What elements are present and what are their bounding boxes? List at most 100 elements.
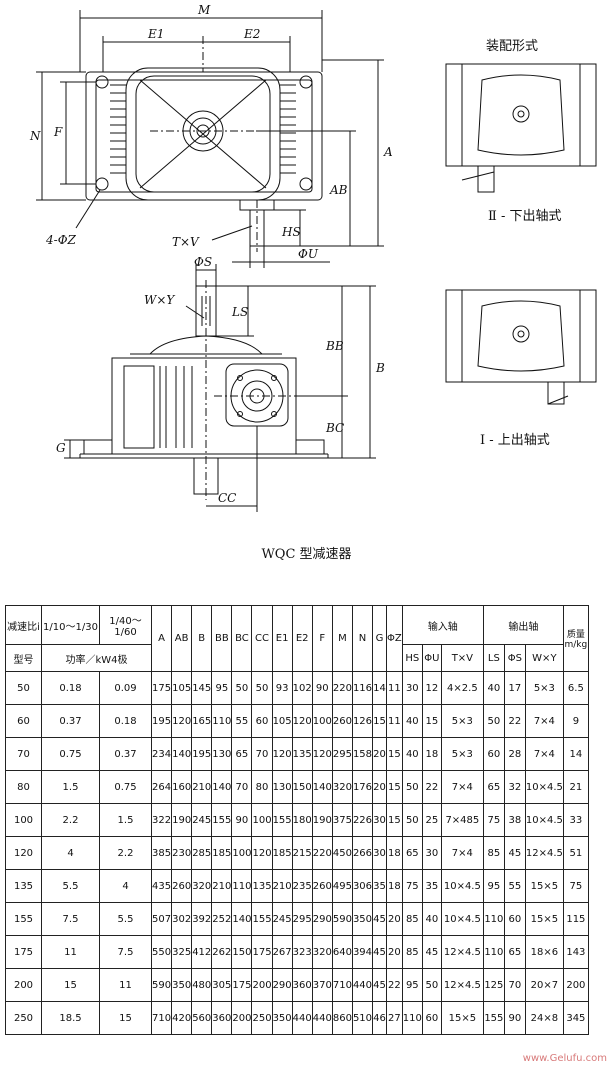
table-cell: 264 [150,770,173,804]
table-cell: 323 [291,935,313,969]
table-cell: 160 [171,770,193,804]
table-cell: 65 [231,737,253,771]
table-cell: 185 [271,836,293,870]
table-cell: 50 [5,671,42,705]
table-cell: 18.5 [41,1001,100,1035]
table-cell: 4×2.5 [440,671,484,705]
dim-label-G: G [56,441,66,455]
table-cell: 510 [351,1001,374,1035]
table-cell: 90 [311,671,333,705]
table-cell: 5.5 [41,869,100,903]
table-cell: 12×4.5 [440,935,484,969]
table-cell: 20 [372,737,388,771]
table-cell: 20 [372,770,388,804]
table-cell: 75 [482,803,505,837]
table-cell: 10×4.5 [440,902,484,936]
table-cell: 0.75 [41,737,100,771]
table-cell: 12×4.5 [440,968,484,1002]
table-cell: 110 [482,902,505,936]
table-cell: 175 [5,935,42,969]
dim-label-U: ΦU [298,247,319,261]
table-cell: 640 [331,935,353,969]
table-cell: 325 [171,935,193,969]
table-cell: 155 [271,803,293,837]
table-cell: 55 [503,869,526,903]
table-cell: 440 [291,1001,313,1035]
table-cell: 100 [231,836,253,870]
table-cell: 120 [171,704,193,738]
table-cell: 2.2 [99,836,152,870]
table-cell: 22 [503,704,526,738]
table-cell: 25 [421,803,442,837]
table-cell: 85 [401,935,423,969]
table-cell: 7×4 [440,770,484,804]
table-cell: 22 [421,770,442,804]
table-cell: 60 [5,704,42,738]
table-cell: 230 [171,836,193,870]
table-cell: 85 [401,902,423,936]
table-cell: 12×4.5 [524,836,564,870]
table-cell: 710 [331,968,353,1002]
header-dim: F [311,605,333,672]
table-cell: 7×4 [524,737,564,771]
table-cell: 350 [171,968,193,1002]
table-cell: 17 [503,671,526,705]
table-cell: 302 [171,902,193,936]
table-cell: 50 [401,770,423,804]
table-cell: 70 [251,737,273,771]
table-cell: 590 [150,968,173,1002]
table-cell: 100 [5,803,42,837]
table-cell: 120 [5,836,42,870]
table-cell: 27 [386,1001,403,1035]
assembly-down-label: Ⅱ - 下出轴式 [488,209,562,224]
table-cell: 290 [311,902,333,936]
table-cell: 30 [372,803,388,837]
table-cell: 65 [503,935,526,969]
table-cell: 18×6 [524,935,564,969]
table-cell: 260 [331,704,353,738]
table-cell: 220 [311,836,333,870]
table-cell: 15 [421,704,442,738]
table-cell: 262 [211,935,233,969]
dim-label-CC: CC [218,491,236,505]
dim-label-B: B [375,361,385,375]
table-cell: 250 [5,1001,42,1035]
table-cell: 135 [251,869,273,903]
table-cell: 235 [291,869,313,903]
table-cell: 15×5 [524,869,564,903]
table-cell: 28 [503,737,526,771]
table-cell: 30 [401,671,423,705]
table-cell: 6.5 [562,671,589,705]
table-cell: 180 [291,803,313,837]
table-cell: 120 [291,704,313,738]
table-cell: 45 [372,968,388,1002]
header-ratio-1: 1/10～1/30 [41,605,100,645]
table-cell: 110 [482,935,505,969]
table-cell: 5×3 [440,704,484,738]
table-cell: 105 [271,704,293,738]
table-cell: 7×4 [440,836,484,870]
table-cell: 135 [291,737,313,771]
table-cell: 120 [271,737,293,771]
table-cell: 155 [211,803,233,837]
table-cell: 35 [421,869,442,903]
spec-table: 减速比i 1/10～1/30 1/40～1/60 A AB B BB BC CC… [5,605,589,1035]
table-cell: 250 [251,1001,273,1035]
table-cell: 80 [5,770,42,804]
table-cell: 860 [331,1001,353,1035]
table-cell: 60 [251,704,273,738]
table-cell: 15 [386,737,403,771]
table-cell: 710 [150,1001,173,1035]
table-cell: 11 [41,935,100,969]
table-cell: 65 [401,836,423,870]
table-cell: 295 [291,902,313,936]
table-cell: 4 [41,836,100,870]
table-cell: 40 [401,704,423,738]
dim-label-N: N [29,129,41,143]
dim-label-F: F [53,125,63,139]
dim-label-Z: 4-ΦZ [45,233,77,247]
